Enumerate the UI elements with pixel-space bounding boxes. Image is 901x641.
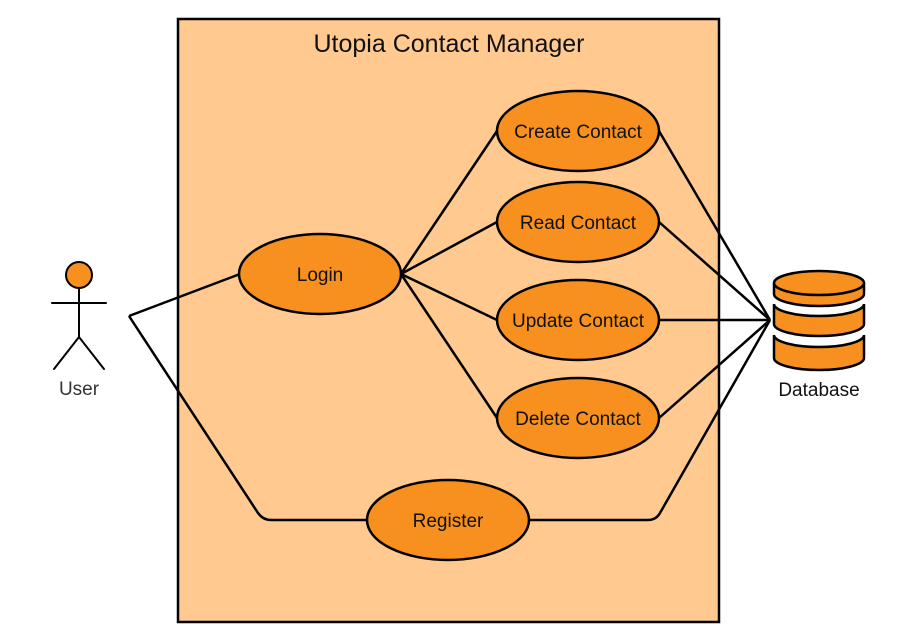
actor-database[interactable]: Database: [772, 269, 866, 401]
use-case-create-contact-label: Create Contact: [514, 122, 643, 143]
use-case-create-contact[interactable]: Create Contact: [495, 89, 661, 173]
use-case-login[interactable]: Login: [237, 232, 403, 316]
use-case-read-contact-label: Read Contact: [520, 213, 637, 234]
use-case-register[interactable]: Register: [365, 478, 531, 562]
assoc-register-db: [530, 319, 772, 522]
assoc-create-db: [657, 130, 772, 321]
actor-user-label: User: [59, 379, 100, 400]
system-title: Utopia Contact Manager: [314, 30, 585, 58]
assoc-user-register: [127, 315, 367, 522]
use-case-update-contact[interactable]: Update Contact: [495, 278, 661, 362]
stick-figure-icon: [51, 261, 107, 370]
association-lines: [127, 130, 772, 522]
use-case-login-label: Login: [297, 265, 344, 286]
assoc-user-login: [128, 272, 241, 318]
assoc-login-delete: [399, 273, 499, 419]
assoc-delete-db: [658, 319, 771, 419]
database-cylinder-icon: [772, 269, 866, 372]
use-case-delete-contact-label: Delete Contact: [515, 409, 641, 430]
actor-database-label: Database: [778, 380, 859, 401]
assoc-login-create: [399, 130, 499, 275]
assoc-login-update: [400, 272, 498, 322]
assoc-read-db: [658, 221, 771, 321]
use-case-update-contact-label: Update Contact: [512, 311, 645, 332]
use-case-read-contact[interactable]: Read Contact: [495, 180, 661, 264]
use-case-register-label: Register: [413, 511, 484, 532]
assoc-login-read: [400, 220, 498, 276]
use-case-delete-contact[interactable]: Delete Contact: [495, 376, 661, 460]
actor-user[interactable]: User: [51, 261, 107, 400]
